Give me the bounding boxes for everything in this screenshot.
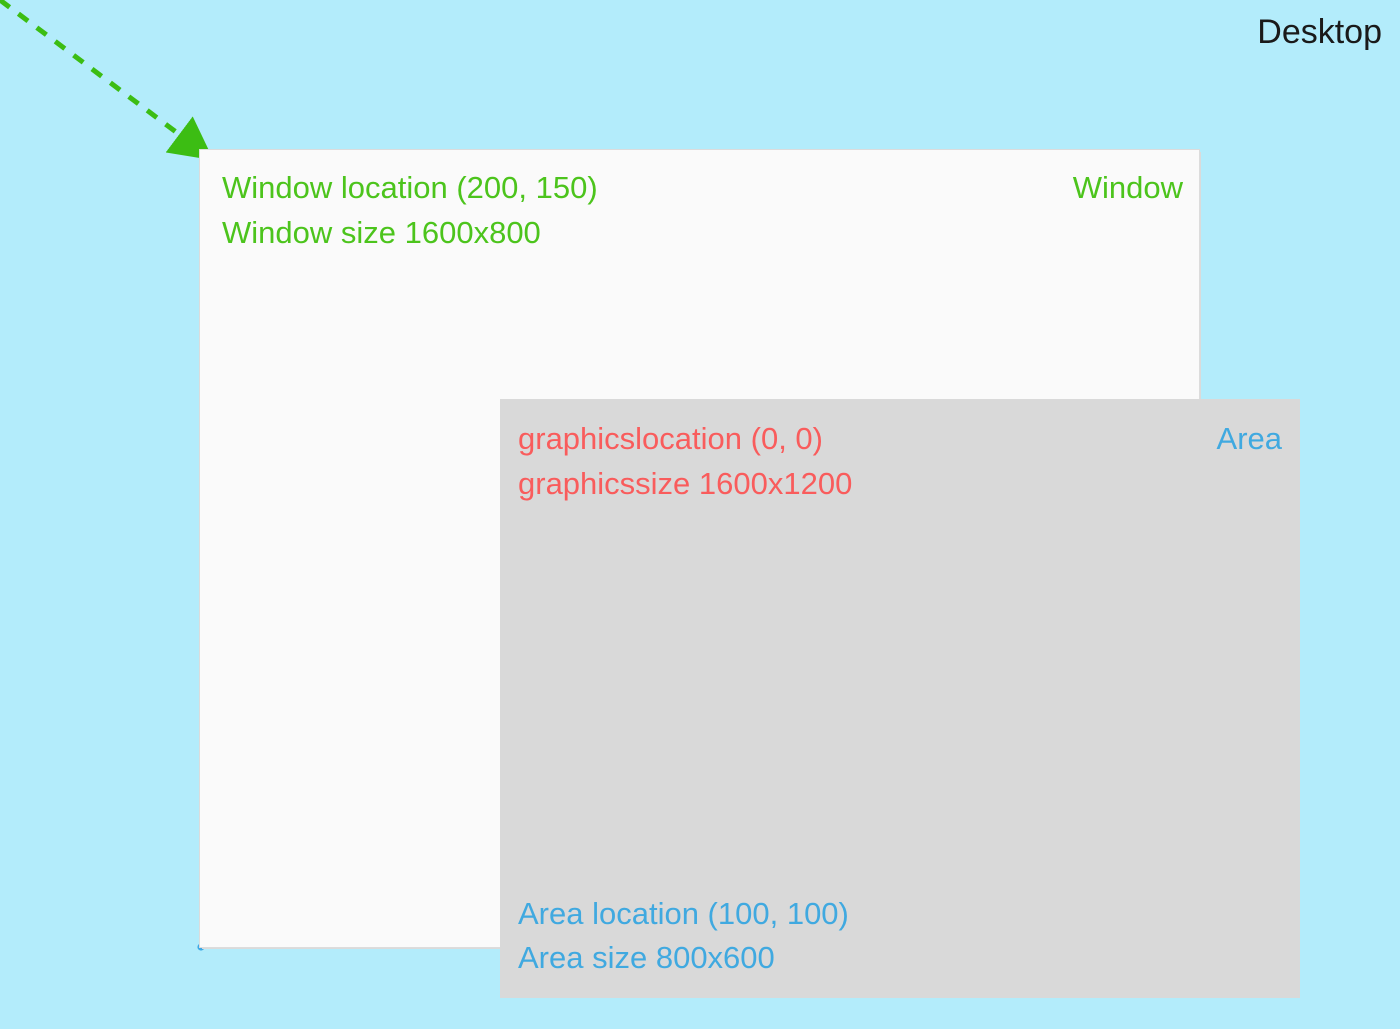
graphics-size-text: graphicssize 1600x1200 [518,466,853,501]
area-label: Area [1216,421,1282,456]
window-origin-arrow [0,0,214,161]
area-rect: graphicslocation (0, 0) graphicssize 160… [500,399,1300,998]
window-info-text: Window location (200, 150) Window size 1… [222,165,598,255]
graphics-location-text: graphicslocation (0, 0) [518,421,823,456]
area-size-text: Area size 800x600 [518,940,775,975]
graphics-info-text: graphicslocation (0, 0) graphicssize 160… [518,416,852,506]
window-label: Window [1072,170,1183,205]
window-location-text: Window location (200, 150) [222,170,598,205]
window-size-text: Window size 1600x800 [222,215,541,250]
area-info-text: Area location (100, 100) Area size 800x6… [518,892,849,980]
area-location-text: Area location (100, 100) [518,896,849,931]
desktop-label: Desktop [1257,13,1382,51]
window-rect: Window location (200, 150) Window size 1… [200,150,1300,998]
